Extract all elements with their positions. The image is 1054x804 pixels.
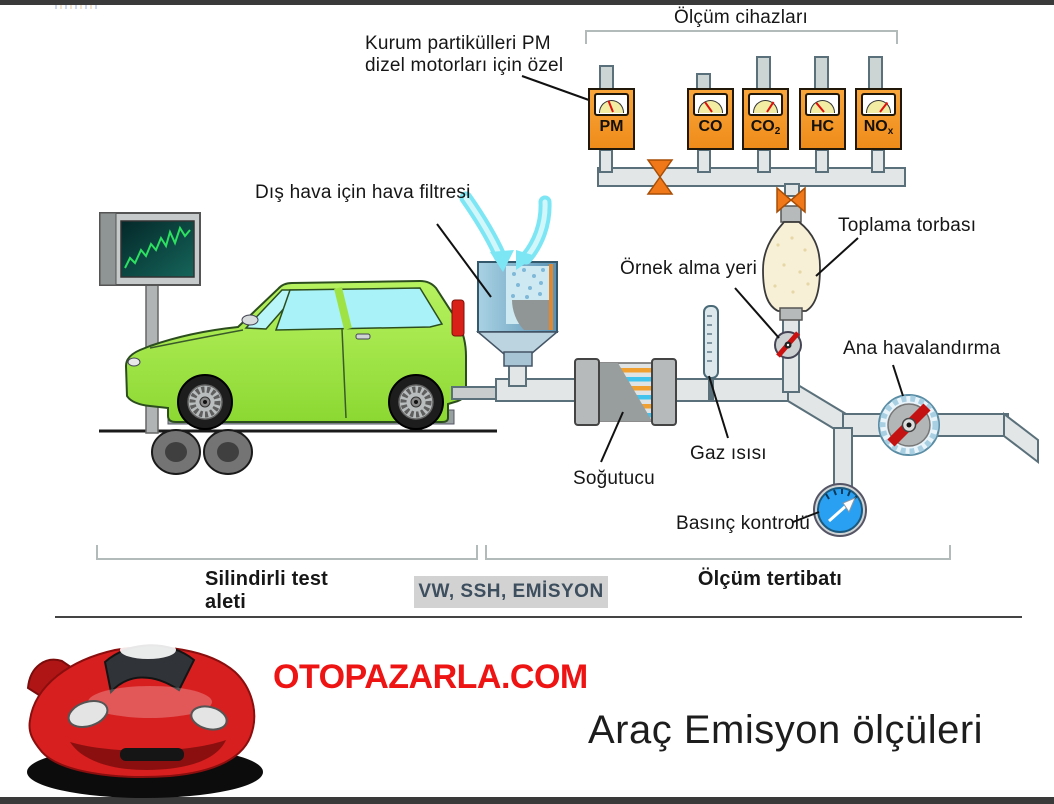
measuring-assembly-label: Ölçüm tertibatı	[697, 568, 843, 590]
cooler-unit	[574, 358, 677, 426]
meter-pm: PM	[588, 88, 635, 150]
meter-nox: NOx	[855, 88, 902, 150]
vw-emission-badge: VW, SSH, EMİSYON	[414, 576, 608, 608]
meter-pm-dial	[594, 93, 629, 116]
meter-hc: HC	[799, 88, 846, 150]
bracket-measuring-assembly	[485, 545, 951, 560]
main-ventilation-label: Ana havalandırma	[843, 338, 1001, 359]
dyno-rollers	[151, 429, 253, 475]
brand-text: OTOPAZARLA.COM	[273, 658, 588, 696]
meter-co2: CO2	[742, 88, 789, 150]
test-car	[124, 279, 467, 430]
bottom-frame-strip	[0, 797, 1054, 804]
cooler-label: Soğutucu	[573, 468, 655, 489]
footer-title: Araç Emisyon ölçüleri	[588, 708, 984, 752]
meter-hc-dial	[805, 93, 840, 116]
meter-nox-label: NO	[863, 118, 888, 135]
meter-hc-label: HC	[810, 118, 835, 135]
tailpipe	[451, 386, 503, 400]
meter-co: CO	[687, 88, 734, 150]
collection-bag-label: Toplama torbası	[838, 215, 977, 236]
sampling-valve	[774, 331, 802, 359]
roller-tester-label: Silindirli test aleti	[205, 568, 329, 613]
footer-car-logo	[26, 641, 263, 798]
air-flow-arrows	[459, 191, 552, 272]
meter-co2-label: CO	[750, 118, 775, 135]
sampling-point-label: Örnek alma yeri	[620, 258, 758, 279]
test-monitor	[99, 212, 201, 434]
footer-car-headlight-left	[67, 700, 109, 728]
valves	[646, 159, 806, 214]
group-brackets	[96, 30, 951, 560]
collection-bag	[762, 205, 821, 321]
bag-valve	[776, 186, 793, 214]
main-ventilation-fan	[878, 394, 940, 456]
manifold-valve	[646, 159, 674, 179]
meter-nox-dial	[861, 93, 896, 116]
pm-note-line2: dizel motorları için özel	[365, 55, 564, 76]
footer-car-headlight-right	[190, 705, 228, 731]
monitor-trace	[124, 225, 191, 269]
meter-co2-dial	[748, 93, 783, 116]
side-windows	[274, 287, 444, 331]
measuring-devices-label: Ölçüm cihazları	[674, 7, 808, 28]
air-filter-label: Dış hava için hava filtresi	[255, 182, 471, 203]
pressure-gauge	[813, 483, 867, 537]
rear-wheel	[388, 374, 444, 430]
meter-pm-label: PM	[599, 118, 624, 135]
pm-note-line1: Kurum partikülleri PM	[365, 33, 551, 54]
meter-co-dial	[693, 93, 728, 116]
bracket-roller-tester	[96, 545, 478, 560]
pointer-lines	[436, 75, 904, 523]
side-mirror	[241, 314, 259, 326]
scan-artifact	[55, 5, 99, 9]
top-frame-strip	[0, 0, 1054, 5]
meter-co-label: CO	[698, 118, 723, 135]
front-wheel	[177, 374, 233, 430]
bracket-measuring-devices	[585, 30, 898, 44]
door-handle	[355, 333, 371, 340]
taillight	[451, 299, 465, 337]
air-filter-unit	[475, 261, 560, 367]
pm-note-label: Kurum partikülleri PM dizel motorları iç…	[365, 33, 563, 77]
pressure-control-label: Basınç kontrolü	[676, 513, 810, 534]
gas-temperature-label: Gaz ısısı	[690, 443, 767, 464]
gas-temperature-probe	[703, 305, 719, 400]
